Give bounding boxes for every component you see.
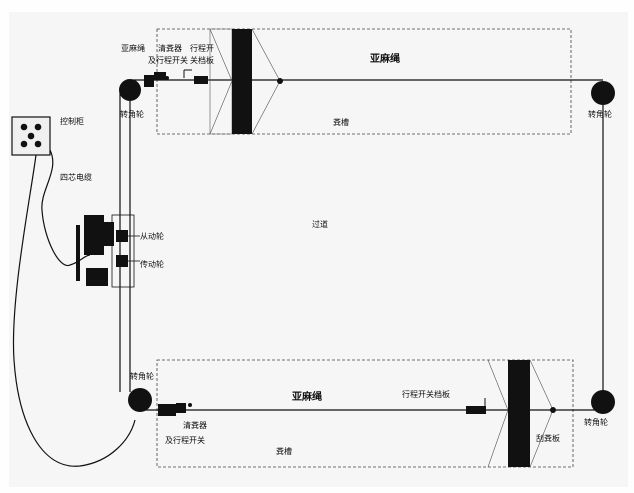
scraper-label: 刮粪板: [536, 434, 560, 443]
bottom-travel-switch-label: 行程开关档板: [402, 390, 450, 399]
top-cleaner-switch: [144, 72, 169, 87]
top-cleaner-label: 清粪器: [158, 44, 182, 53]
bottom-cleaner-switch: [158, 403, 192, 416]
bottom-travel-switch: [466, 398, 486, 414]
control-box: [11, 116, 51, 156]
bottom-scraper: [487, 359, 556, 468]
top-rope-label: 亚麻绳: [370, 54, 400, 65]
driven-wheel-label: 从动轮: [140, 232, 164, 241]
bottom-right-corner-wheel: [591, 390, 615, 414]
top-right-corner-wheel-label: 转角轮: [588, 110, 612, 119]
top-left-corner-wheel-label: 转角轮: [120, 110, 144, 119]
bottom-trough-label: 粪槽: [276, 447, 292, 456]
top-right-corner-wheel: [591, 81, 615, 105]
top-rope-small-label: 亚麻绳: [121, 44, 145, 53]
bottom-trough-outline: [156, 359, 574, 468]
top-trough-label: 粪槽: [333, 118, 349, 127]
top-scraper: [209, 28, 283, 135]
bottom-cleaner-switch-label: 及行程开关: [165, 436, 205, 445]
cable-label: 四芯电缆: [60, 173, 92, 182]
control-box-label: 控制柜: [60, 117, 84, 126]
drive-wheel-label: 传动轮: [140, 260, 164, 269]
top-cleaner-switch-label: 及行程开关: [148, 56, 188, 65]
passage-label: 过道: [312, 220, 328, 229]
bottom-left-corner-wheel-label: 转角轮: [130, 372, 154, 381]
bottom-cleaner-label: 清粪器: [183, 421, 207, 430]
bottom-rope-label: 亚麻绳: [292, 392, 322, 403]
four-core-cable: [12, 149, 136, 467]
top-trough-outline: [156, 28, 572, 135]
top-travel-switch-label-1: 行程开: [190, 44, 214, 53]
top-left-corner-wheel: [119, 79, 141, 101]
wheel-leader-lines: [128, 235, 140, 262]
motor-drive-unit: [76, 214, 135, 288]
bottom-left-corner-wheel: [128, 388, 152, 412]
top-travel-switch-label-2: 关档板: [190, 56, 214, 65]
top-travel-switch: [183, 69, 208, 84]
bottom-right-corner-wheel-label: 转角轮: [584, 418, 608, 427]
